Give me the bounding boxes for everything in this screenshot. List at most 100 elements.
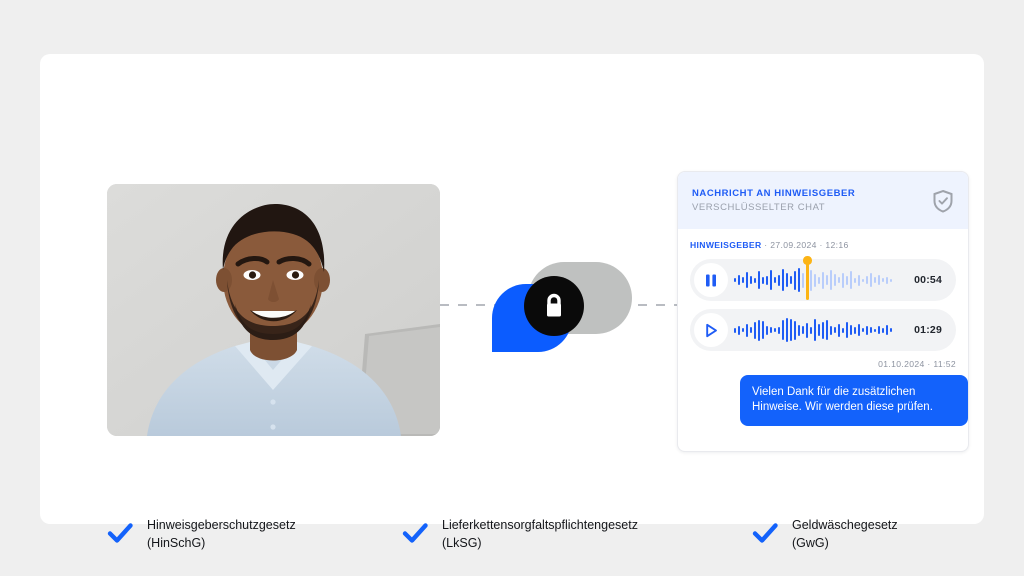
waveform-bar (758, 319, 760, 341)
content-panel: NACHRICHT AN HINWEISGEBER VERSCHLÜSSELTE… (40, 54, 984, 550)
waveform-bar (762, 321, 764, 339)
chat-title: NACHRICHT AN HINWEISGEBER (692, 188, 856, 199)
waveform-bar (826, 320, 828, 340)
waveform-bar (798, 324, 800, 336)
meta-sep-1: · (761, 240, 771, 250)
waveform-bar (874, 277, 876, 283)
play-icon (706, 323, 717, 337)
checklist-label: Geldwäschegesetz (GwG) (792, 518, 898, 550)
chat-card-header: NACHRICHT AN HINWEISGEBER VERSCHLÜSSELTE… (678, 172, 968, 229)
waveform-bar (738, 325, 740, 335)
waveform-bar (786, 273, 788, 287)
waveform-bar (750, 327, 752, 333)
message-date: 27.09.2024 (770, 240, 817, 250)
waveform-bar (878, 275, 880, 285)
waveform-bar (846, 322, 848, 338)
waveform-bar (782, 269, 784, 291)
waveform-bar (762, 276, 764, 284)
waveform-bar (742, 328, 744, 332)
waveform-bar (886, 276, 888, 284)
waveform-bar (766, 325, 768, 335)
waveform-bar (878, 326, 880, 334)
waveform-bar (774, 328, 776, 332)
waveform-bar (814, 273, 816, 287)
waveform-bar (734, 278, 736, 282)
waveform-1[interactable] (734, 256, 906, 300)
playhead-handle[interactable] (803, 256, 811, 300)
waveform-bar (874, 328, 876, 332)
chat-header-texts: NACHRICHT AN HINWEISGEBER VERSCHLÜSSELTE… (692, 187, 932, 214)
compliance-checklist: Hinweisgeberschutzgesetz (HinSchG) Liefe… (80, 506, 1024, 568)
waveform-bar (854, 277, 856, 283)
encryption-emblem (492, 262, 632, 352)
waveform-bar (794, 320, 796, 340)
waveform-bar (842, 327, 844, 333)
waveform-bar (870, 327, 872, 333)
waveform-bar (818, 324, 820, 336)
waveform-bar (810, 269, 812, 291)
waveform-bar (882, 278, 884, 282)
voice-duration-1: 00:54 (914, 274, 942, 286)
waveform-bar (838, 277, 840, 283)
message-meta-bottom: 01.10.2024 · 11:52 (690, 359, 956, 369)
chat-card: NACHRICHT AN HINWEISGEBER VERSCHLÜSSELTE… (677, 171, 969, 452)
waveform-bar (790, 276, 792, 284)
checklist-label: Hinweisgeberschutzgesetz (HinSchG) (147, 518, 296, 550)
check-icon (105, 518, 135, 548)
waveform-bar (750, 276, 752, 284)
waveform-bar (890, 328, 892, 332)
checklist-item-hinschg: Hinweisgeberschutzgesetz (HinSchG) (105, 516, 296, 552)
lock-icon (547, 293, 561, 317)
waveform-bar (754, 277, 756, 283)
waveform-bar (810, 326, 812, 334)
chat-subtitle: VERSCHLÜSSELTER CHAT (692, 202, 826, 213)
shield-check-icon (932, 189, 954, 213)
message-bubble: Vielen Dank für die zusätzlichen Hinweis… (740, 375, 968, 426)
portrait-photo (107, 184, 440, 436)
waveform-bar (754, 321, 756, 339)
waveform-bar (798, 268, 800, 292)
waveform-bar (786, 318, 788, 342)
waveform-bar (838, 323, 840, 337)
waveform-bar (782, 320, 784, 340)
waveform-bar (866, 276, 868, 284)
checklist-label: Lieferkettensorgfaltspflichtengesetz (Lk… (442, 518, 638, 550)
waveform-bar (774, 277, 776, 283)
voice-message-1[interactable]: 00:54 (690, 256, 956, 301)
portrait-illustration (107, 184, 440, 436)
waveform-bar (806, 322, 808, 338)
check-icon (750, 518, 780, 548)
waveform-bar (802, 272, 804, 288)
waveform-bar (790, 319, 792, 341)
waveform-bar (850, 325, 852, 335)
waveform-bar (822, 321, 824, 339)
waveform-bar (882, 327, 884, 333)
waveform-bar (822, 271, 824, 289)
waveform-bar (886, 325, 888, 335)
waveform-bar (794, 270, 796, 290)
waveform-bar (862, 278, 864, 282)
checklist-item-gwg: Geldwäschegesetz (GwG) (750, 516, 898, 552)
waveform-bar (746, 272, 748, 288)
waveform-bar (738, 275, 740, 285)
meta-sep-2: · (816, 240, 826, 250)
waveform-bar (858, 324, 860, 336)
waveform-2[interactable] (734, 315, 906, 345)
voice-message-2[interactable]: 01:29 (690, 309, 956, 351)
pause-icon (706, 274, 716, 286)
pause-button[interactable] (694, 263, 728, 297)
waveform-bar (870, 273, 872, 287)
waveform-bar (818, 276, 820, 284)
reply-time: 11:52 (933, 359, 956, 369)
waveform-bar (858, 274, 860, 286)
reply-date: 01.10.2024 (878, 359, 925, 369)
waveform-bar (890, 278, 892, 282)
waveform-bar (834, 327, 836, 333)
waveform-bar (778, 274, 780, 286)
waveform-bar (778, 326, 780, 334)
play-button[interactable] (694, 313, 728, 347)
checklist-item-lksg: Lieferkettensorgfaltspflichtengesetz (Lk… (400, 516, 638, 552)
voice-duration-2: 01:29 (914, 324, 942, 336)
waveform-bar (758, 271, 760, 289)
